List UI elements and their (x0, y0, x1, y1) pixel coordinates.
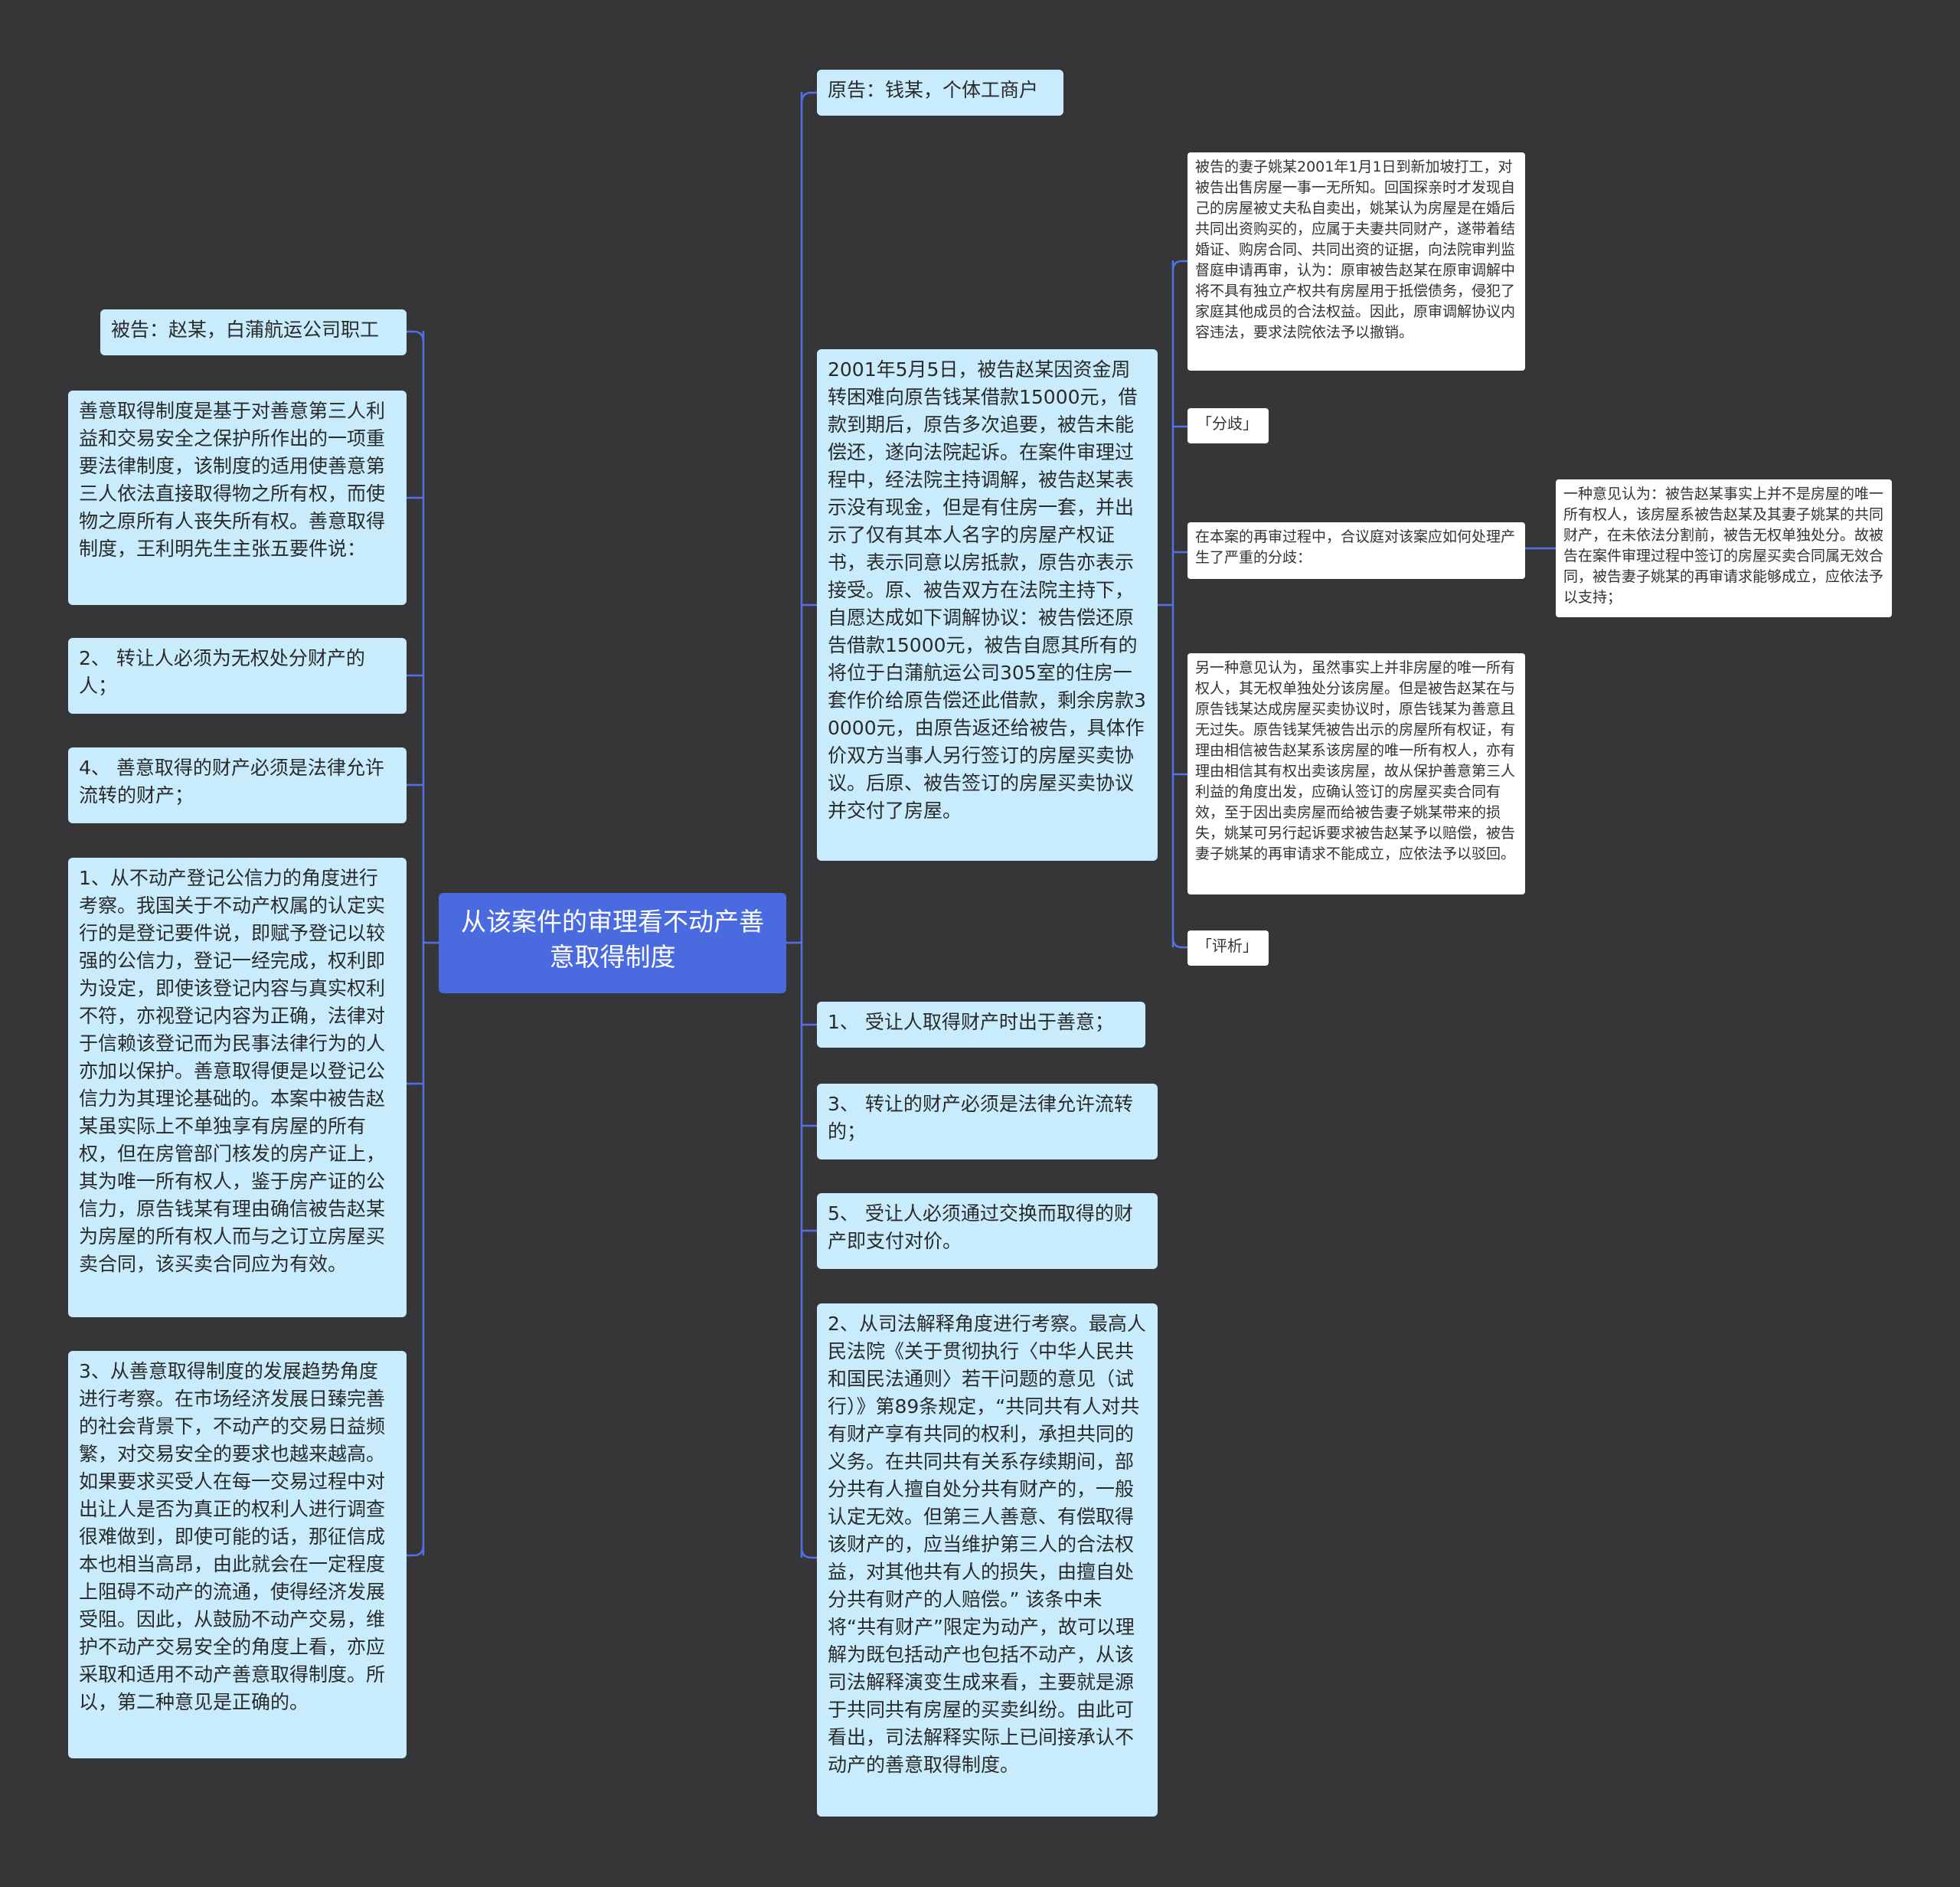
defendant-node[interactable]: 被告：赵某，白蒲航运公司职工 (100, 309, 407, 355)
connector-plaintiff (800, 91, 817, 103)
divergence-tag-node[interactable]: 「分歧」 (1187, 408, 1269, 443)
root-topic[interactable]: 从该案件的审理看不动产善意取得制度 (439, 893, 786, 993)
plaintiff-node[interactable]: 原告：钱某，个体工商户 (817, 70, 1063, 116)
analysis-3-node[interactable]: 3、从善意取得制度的发展趋势角度进行考察。在市场经济发展日臻完善的社会背景下，不… (68, 1351, 407, 1758)
connector-analysis3 (407, 1545, 425, 1557)
analysis-1-node[interactable]: 1、从不动产登记公信力的角度进行考察。我国关于不动产权属的认定实行的是登记要件说… (68, 858, 407, 1317)
connector-analysis2 (800, 1547, 817, 1559)
requirement-2-node[interactable]: 2、 转让人必须为无权处分财产的人； (68, 638, 407, 714)
divergence-node[interactable]: 在本案的再审过程中，合议庭对该案应如何处理产生了严重的分歧： (1187, 522, 1525, 579)
requirement-5-node[interactable]: 5、 受让人必须通过交换而取得的财产即支付对价。 (817, 1193, 1158, 1269)
case-facts-node[interactable]: 2001年5月5日，被告赵某因资金周转困难向原告钱某借款15000元，借款到期后… (817, 349, 1158, 861)
requirement-3-node[interactable]: 3、 转让的财产必须是法律允许流转的； (817, 1084, 1158, 1159)
requirement-4-node[interactable]: 4、 善意取得的财产必须是法律允许流转的财产； (68, 747, 407, 823)
connector-defendant (407, 330, 425, 342)
connector-comment-tag (1171, 937, 1187, 949)
comment-tag-node[interactable]: 「评析」 (1187, 930, 1269, 966)
intro-node[interactable]: 善意取得制度是基于对善意第三人利益和交易安全之保护所作出的一项重要法律制度，该制… (68, 391, 407, 605)
analysis-2-node[interactable]: 2、从司法解释角度进行考察。最高人民法院《关于贯彻执行〈中华人民共和国民法通则〉… (817, 1303, 1158, 1817)
wife-petition-node[interactable]: 被告的妻子姚某2001年1月1日到新加坡打工，对被告出售房屋一事一无所知。回国探… (1187, 152, 1525, 371)
requirement-1-node[interactable]: 1、 受让人取得财产时出于善意； (817, 1002, 1145, 1048)
opinion-1-node[interactable]: 一种意见认为：被告赵某事实上并不是房屋的唯一所有权人，该房屋系被告赵某及其妻子姚… (1556, 479, 1892, 617)
opinion-2-node[interactable]: 另一种意见认为，虽然事实上并非房屋的唯一所有权人，其无权单独处分该房屋。但是被告… (1187, 653, 1525, 894)
connector-wife-petition (1171, 260, 1187, 271)
